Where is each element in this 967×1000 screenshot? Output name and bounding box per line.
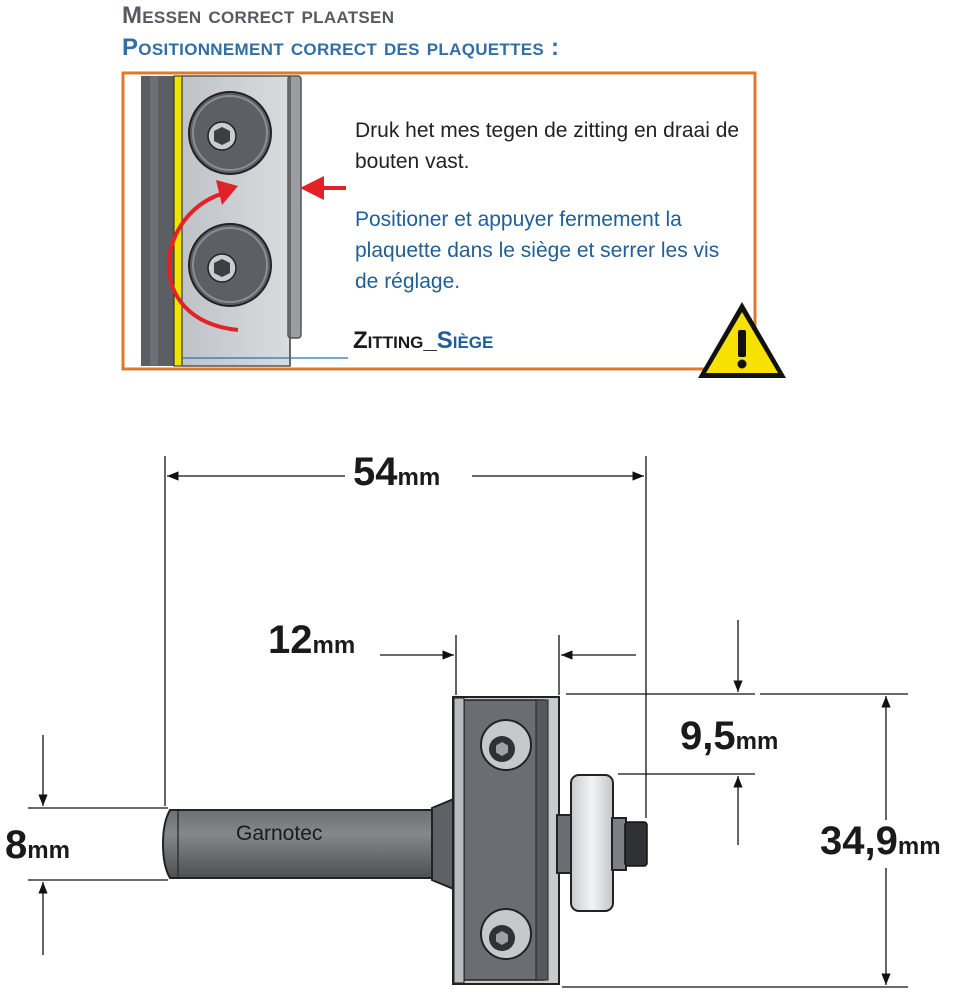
hex-bolt-icon <box>188 91 272 175</box>
router-bit <box>161 696 648 985</box>
title-dutch: Messen correct plaatsen <box>122 2 395 29</box>
instruction-panel <box>121 71 786 378</box>
seat-label: Zitting_Siège <box>353 327 493 355</box>
dim-cutting-diameter: 34,9mm <box>820 819 941 863</box>
dim-shank-diameter: 8mm <box>5 823 70 867</box>
brand-label: Garnotec <box>236 822 323 845</box>
dim-bearing-offset: 9,5mm <box>680 714 779 758</box>
hex-bolt-icon <box>188 223 272 307</box>
hex-bolt-icon <box>480 908 532 960</box>
push-arrow-icon <box>300 176 346 200</box>
dimension-lines <box>28 456 908 988</box>
warning-triangle-icon <box>698 302 786 378</box>
hex-bolt-icon <box>480 719 532 771</box>
dim-cutting-length: 12mm <box>268 618 356 662</box>
title-french: Positionnement correct des plaquettes : <box>122 34 560 61</box>
seat-label-separator: _ <box>423 327 437 354</box>
seat-label-french: Siège <box>436 327 494 354</box>
seat-label-dutch: Zitting <box>353 327 424 354</box>
rotate-arrow-icon <box>166 180 239 332</box>
dim-overall-length: 54mm <box>353 450 441 494</box>
instruction-dutch: Druk het mes tegen de zitting en draai d… <box>355 119 740 173</box>
instruction-french: Positioner et appuyer fermement la plaqu… <box>355 208 720 293</box>
